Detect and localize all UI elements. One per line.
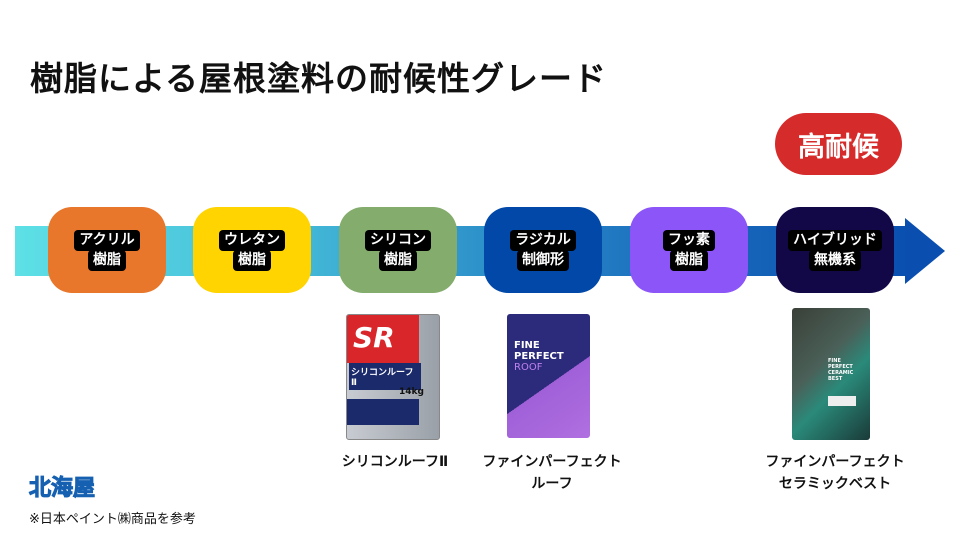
caption-line1: ファインパーフェクト	[482, 454, 622, 470]
grade-label-line1: ウレタン	[219, 229, 285, 251]
grade-label-line1: アクリル	[74, 229, 140, 251]
caption-line2: セラミックベスト	[778, 476, 892, 492]
grade-label-line2: 制御形	[516, 249, 569, 271]
grade-radical: ラジカル制御形	[484, 207, 602, 293]
can-text: FINE PERFECT CERAMIC BEST	[828, 358, 854, 382]
company-logo: 北海屋	[28, 476, 96, 502]
grade-label-line2: 樹脂	[379, 249, 417, 271]
grade-label-line1: ハイブリッド	[788, 229, 882, 251]
can-text: ROOF	[514, 362, 543, 373]
high-durability-badge: 高耐候	[775, 113, 902, 175]
page-title: 樹脂による屋根塗料の耐候性グレード	[30, 59, 608, 98]
product-caption-ceramic-best: ファインパーフェクトセラミックベスト	[745, 451, 925, 495]
product-image-fine-perfect-ceramic-best: FINE PERFECT CERAMIC BEST	[792, 308, 870, 440]
grade-silicone: シリコン樹脂	[339, 207, 457, 293]
can-text: FINE	[514, 340, 540, 351]
grade-acrylic: アクリル樹脂	[48, 207, 166, 293]
caption-line1: ファインパーフェクト	[765, 454, 905, 470]
can-text: PERFECT	[514, 351, 564, 362]
product-image-silicon-roof: SR シリコンルーフⅡ 14kg	[346, 314, 440, 440]
grade-label-line1: シリコン	[365, 229, 431, 251]
product-caption-silicon-roof: シリコンルーフⅡ	[305, 451, 485, 473]
caption-line2: ルーフ	[531, 476, 573, 492]
product-image-fine-perfect-roof: FINE PERFECT ROOF	[507, 314, 590, 438]
caption-line1: シリコンルーフⅡ	[341, 454, 449, 470]
grade-hybrid-inorganic: ハイブリッド無機系	[776, 207, 894, 293]
can-weight: 14kg	[399, 387, 424, 397]
grade-label-line2: 無機系	[808, 249, 861, 271]
arrow-head-icon	[905, 218, 945, 284]
grade-label-line1: フッ素	[663, 229, 715, 251]
grade-label-line1: ラジカル	[510, 229, 576, 251]
footnote: ※日本ペイント㈱商品を参考	[29, 512, 196, 527]
can-logo-text: SR	[353, 321, 395, 354]
product-caption-fine-perfect-roof: ファインパーフェクトルーフ	[462, 451, 642, 495]
grade-fluorine: フッ素樹脂	[630, 207, 748, 293]
can-product-name: シリコンルーフⅡ	[349, 363, 421, 390]
grade-label-line2: 樹脂	[670, 249, 708, 271]
grade-label-line2: 樹脂	[88, 249, 126, 271]
grade-urethane: ウレタン樹脂	[193, 207, 311, 293]
grade-label-line2: 樹脂	[233, 249, 271, 271]
